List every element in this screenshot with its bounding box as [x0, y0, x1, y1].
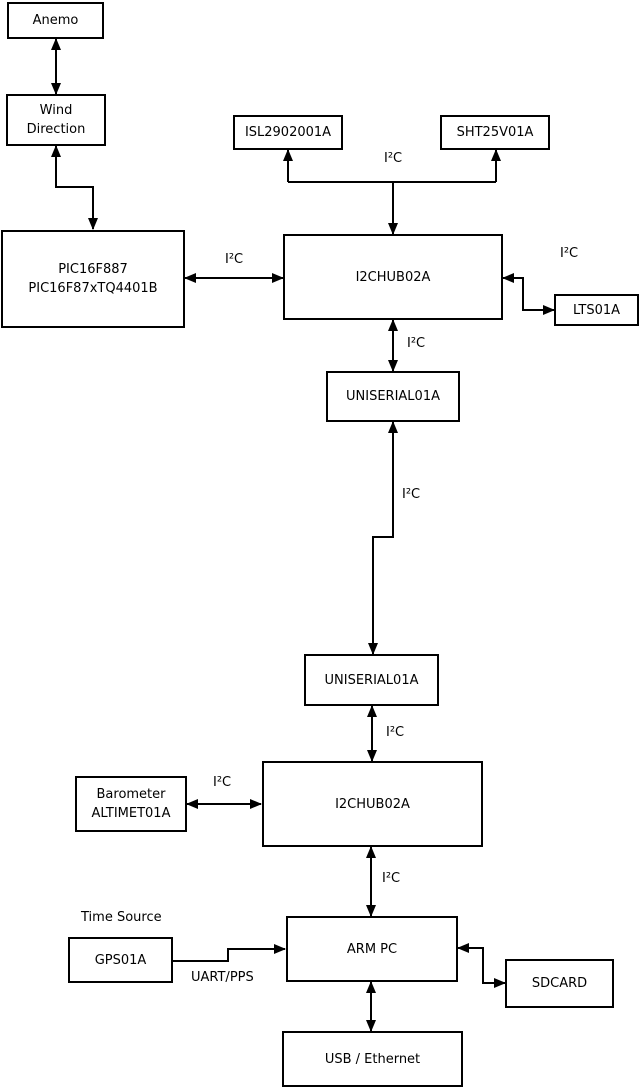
edge-armpc-sdcard [457, 943, 506, 988]
node-wind-direction: Wind Direction [6, 94, 106, 146]
edge-label-i2c-hub-uniserial-upper: I²C [407, 336, 426, 351]
node-barometer-line1: Barometer [96, 787, 166, 802]
edge-hub-top-lts [502, 273, 555, 315]
node-uniserial-lower: UNISERIAL01A [304, 654, 439, 706]
node-gps01a-label: GPS01A [94, 952, 147, 968]
node-arm-pc: ARM PC [286, 916, 458, 982]
edge-label-i2c-hub-lts: I²C [560, 246, 579, 261]
edge-label-time-source: Time Source [81, 910, 162, 925]
node-i2c-hub-bottom-label: I2CHUB02A [335, 796, 410, 812]
node-sht25v01a: SHT25V01A [440, 115, 550, 150]
node-isl2902001a-label: ISL2902001A [244, 125, 332, 140]
node-lts01a-label: LTS01A [572, 302, 621, 318]
node-i2c-hub-bottom: I2CHUB02A [262, 761, 483, 847]
node-uniserial-lower-label: UNISERIAL01A [324, 672, 419, 688]
edge-label-i2c-barometer-hub: I²C [213, 775, 232, 790]
node-isl2902001a: ISL2902001A [233, 115, 343, 150]
node-i2c-hub-top: I2CHUB02A [283, 234, 503, 320]
edge-wind-direction-pic [51, 145, 98, 230]
node-usb-ethernet: USB / Ethernet [282, 1031, 463, 1087]
node-barometer: Barometer ALTIMET01A [75, 776, 187, 832]
node-uniserial-upper: UNISERIAL01A [326, 371, 460, 422]
node-sdcard-label: SDCARD [531, 976, 588, 991]
node-wind-direction-line2: Direction [26, 122, 86, 137]
node-wind-direction-line1: Wind [39, 103, 73, 118]
node-pic-line1: PIC16F887 [58, 262, 128, 277]
edge-gps-armpc [173, 944, 286, 962]
node-usb-ethernet-label: USB / Ethernet [324, 1051, 421, 1067]
edge-uniserial-upper-lower [368, 421, 398, 655]
edge-label-i2c-uniserial-link: I²C [402, 487, 421, 502]
node-lts01a: LTS01A [554, 294, 639, 326]
node-i2c-hub-top-label: I2CHUB02A [355, 269, 431, 285]
node-pic-line2: PIC16F87xTQ4401B [28, 281, 158, 296]
node-anemo-label: Anemo [32, 13, 79, 28]
node-pic: PIC16F887 PIC16F87xTQ4401B [1, 230, 185, 328]
node-barometer-line2: ALTIMET01A [91, 806, 171, 821]
node-sht25v01a-label: SHT25V01A [456, 125, 534, 140]
node-sdcard: SDCARD [505, 959, 614, 1008]
node-uniserial-upper-label: UNISERIAL01A [346, 389, 440, 404]
edge-label-i2c-pic-hub: I²C [225, 252, 244, 267]
edge-label-i2c-hub-armpc: I²C [382, 871, 401, 886]
node-anemo: Anemo [7, 2, 104, 39]
node-arm-pc-label: ARM PC [346, 941, 398, 957]
edge-label-i2c-uniserial-lower-hub: I²C [386, 725, 405, 740]
edge-label-i2c-sensor-bus: I²C [384, 151, 403, 166]
node-gps01a: GPS01A [68, 937, 173, 983]
edge-label-uart-pps: UART/PPS [191, 970, 254, 985]
